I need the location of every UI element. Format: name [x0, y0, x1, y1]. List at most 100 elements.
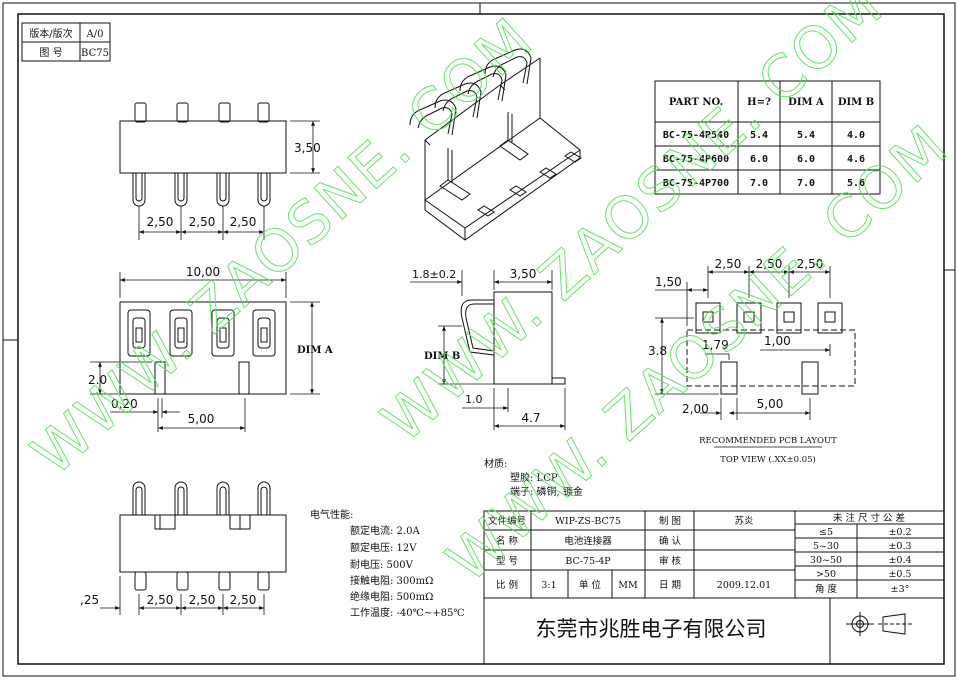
projection-symbol-icon — [846, 612, 912, 636]
title-block — [483, 510, 945, 665]
watermarks: WWW. ZAOSNE. COM WWW. ZAOSNE. COM WWW. Z… — [18, 0, 958, 596]
electrical-title: 电气性能: — [310, 508, 353, 521]
bottom-left-dim: ,25 — [80, 593, 99, 607]
scale-label: 比 例 — [496, 579, 518, 591]
side-foot — [552, 377, 566, 385]
tolerance-value: ±3° — [891, 584, 910, 595]
side-lead-dim: 1.8±0.2 — [412, 268, 456, 281]
side-width-dim: 3,50 — [510, 267, 537, 281]
table-cell: 5.4 — [797, 130, 815, 141]
bottom-body — [119, 514, 287, 573]
pcb-subtitle: TOP VIEW (.XX±0.05) — [720, 454, 816, 465]
side-view — [410, 270, 566, 430]
bottom-view — [100, 481, 287, 615]
pcb-pads-top — [695, 302, 843, 334]
material-line: 端子: 磷铜, 镀金 — [510, 485, 583, 498]
company-name: 东莞市兆胜电子有限公司 — [536, 617, 767, 641]
pcb-pitch-2: 2,50 — [756, 257, 783, 271]
side-body — [493, 291, 553, 385]
unit-value: MM — [618, 580, 638, 591]
top-pitch-1: 2,50 — [147, 215, 174, 229]
bottom-pitch-3: 2,50 — [230, 593, 257, 607]
bottom-pitch-2: 2,50 — [189, 593, 216, 607]
pcb-pitch-3: 2,50 — [797, 257, 824, 271]
drawing-no-label: 图 号 — [39, 47, 62, 59]
table-header-dima: DIM A — [788, 97, 824, 108]
date-label: 日 期 — [659, 580, 681, 591]
electrical-line: 接触电阻: 300mΩ — [350, 574, 433, 587]
front-body — [119, 301, 287, 395]
side-foot-dim: 1.0 — [465, 393, 483, 406]
table-cell: 6.0 — [797, 154, 815, 165]
unit-label: 单 位 — [579, 579, 602, 591]
pcb-200-dim: 2,00 — [682, 402, 709, 416]
table-header-h: H=? — [747, 97, 771, 108]
front-view — [90, 272, 320, 432]
front-span-dim: 5,00 — [188, 412, 215, 426]
model-label: 型 号 — [496, 556, 518, 567]
tolerance-title: 未 注 尺 寸 公 差 — [833, 512, 905, 524]
pcb-179-dim: 1,79 — [702, 338, 729, 352]
draw-value: 苏炎 — [734, 515, 754, 527]
tolerance-value: ±0.3 — [888, 541, 911, 552]
electrical-line: 绝缘电阻: 500mΩ — [350, 590, 433, 603]
bottom-pins-upper — [132, 481, 271, 515]
confirm-label: 确 认 — [659, 535, 682, 547]
front-contacts — [127, 309, 276, 357]
pcb-title: RECOMMENDED PCB LAYOUT — [699, 436, 837, 446]
model-value: BC-75-4P — [565, 556, 611, 567]
revision-block: 版本/版次 A/0 图 号 BC75 — [21, 22, 111, 62]
revision-label: 版本/版次 — [29, 27, 72, 40]
tolerance-range: 角 度 — [815, 583, 838, 595]
top-pins-upper — [134, 102, 270, 123]
electrical-line: 耐电压: 500V — [350, 558, 414, 571]
top-view — [119, 102, 320, 240]
name-value: 电池连接器 — [564, 535, 612, 547]
draw-label: 制 图 — [659, 515, 681, 527]
material-title: 材质: — [484, 457, 507, 470]
front-offset-dim: 0,20 — [111, 397, 138, 411]
electrical-line: 额定电压: 12V — [350, 541, 417, 554]
tolerance-value: ±0.4 — [888, 555, 911, 566]
pcb-edge-dim: 1,50 — [655, 275, 682, 289]
watermark: WWW. ZAOSNE. COM — [19, 4, 546, 488]
side-depth-dim: 4.7 — [521, 411, 540, 425]
bottom-pitch-1: 2,50 — [147, 593, 174, 607]
top-pitch-3: 2,50 — [230, 215, 257, 229]
name-label: 名 称 — [496, 535, 519, 547]
front-width-dim: 10,00 — [186, 265, 220, 279]
revision-value: A/0 — [86, 29, 104, 40]
top-body — [119, 120, 287, 174]
tolerance-value: ±0.5 — [888, 569, 911, 580]
pcb-layout — [655, 266, 856, 420]
electrical-line: 额定电流: 2.0A — [350, 524, 420, 537]
file-no-value: WIP-ZS-BC75 — [555, 516, 621, 527]
tolerance-range: >50 — [816, 569, 836, 580]
top-height-dim: 3,50 — [294, 141, 321, 155]
tolerance-value: ±0.2 — [888, 527, 911, 538]
drawing-no-value: BC75 — [81, 48, 109, 59]
table-header-part: PART NO. — [669, 97, 723, 108]
tolerance-range: 30~50 — [810, 555, 842, 566]
table-cell: 7.0 — [797, 178, 815, 189]
pcb-outline — [686, 329, 856, 387]
iso-contacts — [409, 48, 532, 136]
tolerance-range: ≤5 — [819, 527, 833, 538]
table-header-dimb: DIM B — [838, 97, 874, 108]
side-lead — [460, 299, 495, 356]
table-cell: 7.0 — [750, 178, 768, 189]
table-cell: 5.4 — [750, 130, 768, 141]
iso-feet — [477, 151, 582, 217]
iso-tails — [439, 112, 529, 201]
front-dim-2: 2.0 — [88, 373, 107, 387]
table-cell: BC-75-4P600 — [663, 154, 729, 165]
table-cell: 4.0 — [847, 130, 865, 141]
electrical-line: 工作温度: -40℃~+85℃ — [350, 606, 465, 619]
bottom-pins-lower — [134, 571, 270, 591]
pcb-500-dim: 5,00 — [757, 397, 784, 411]
top-pitch-2: 2,50 — [189, 215, 216, 229]
table-cell: 6.0 — [750, 154, 768, 165]
front-tails — [154, 361, 250, 395]
table-cell: BC-75-4P700 — [663, 178, 729, 189]
